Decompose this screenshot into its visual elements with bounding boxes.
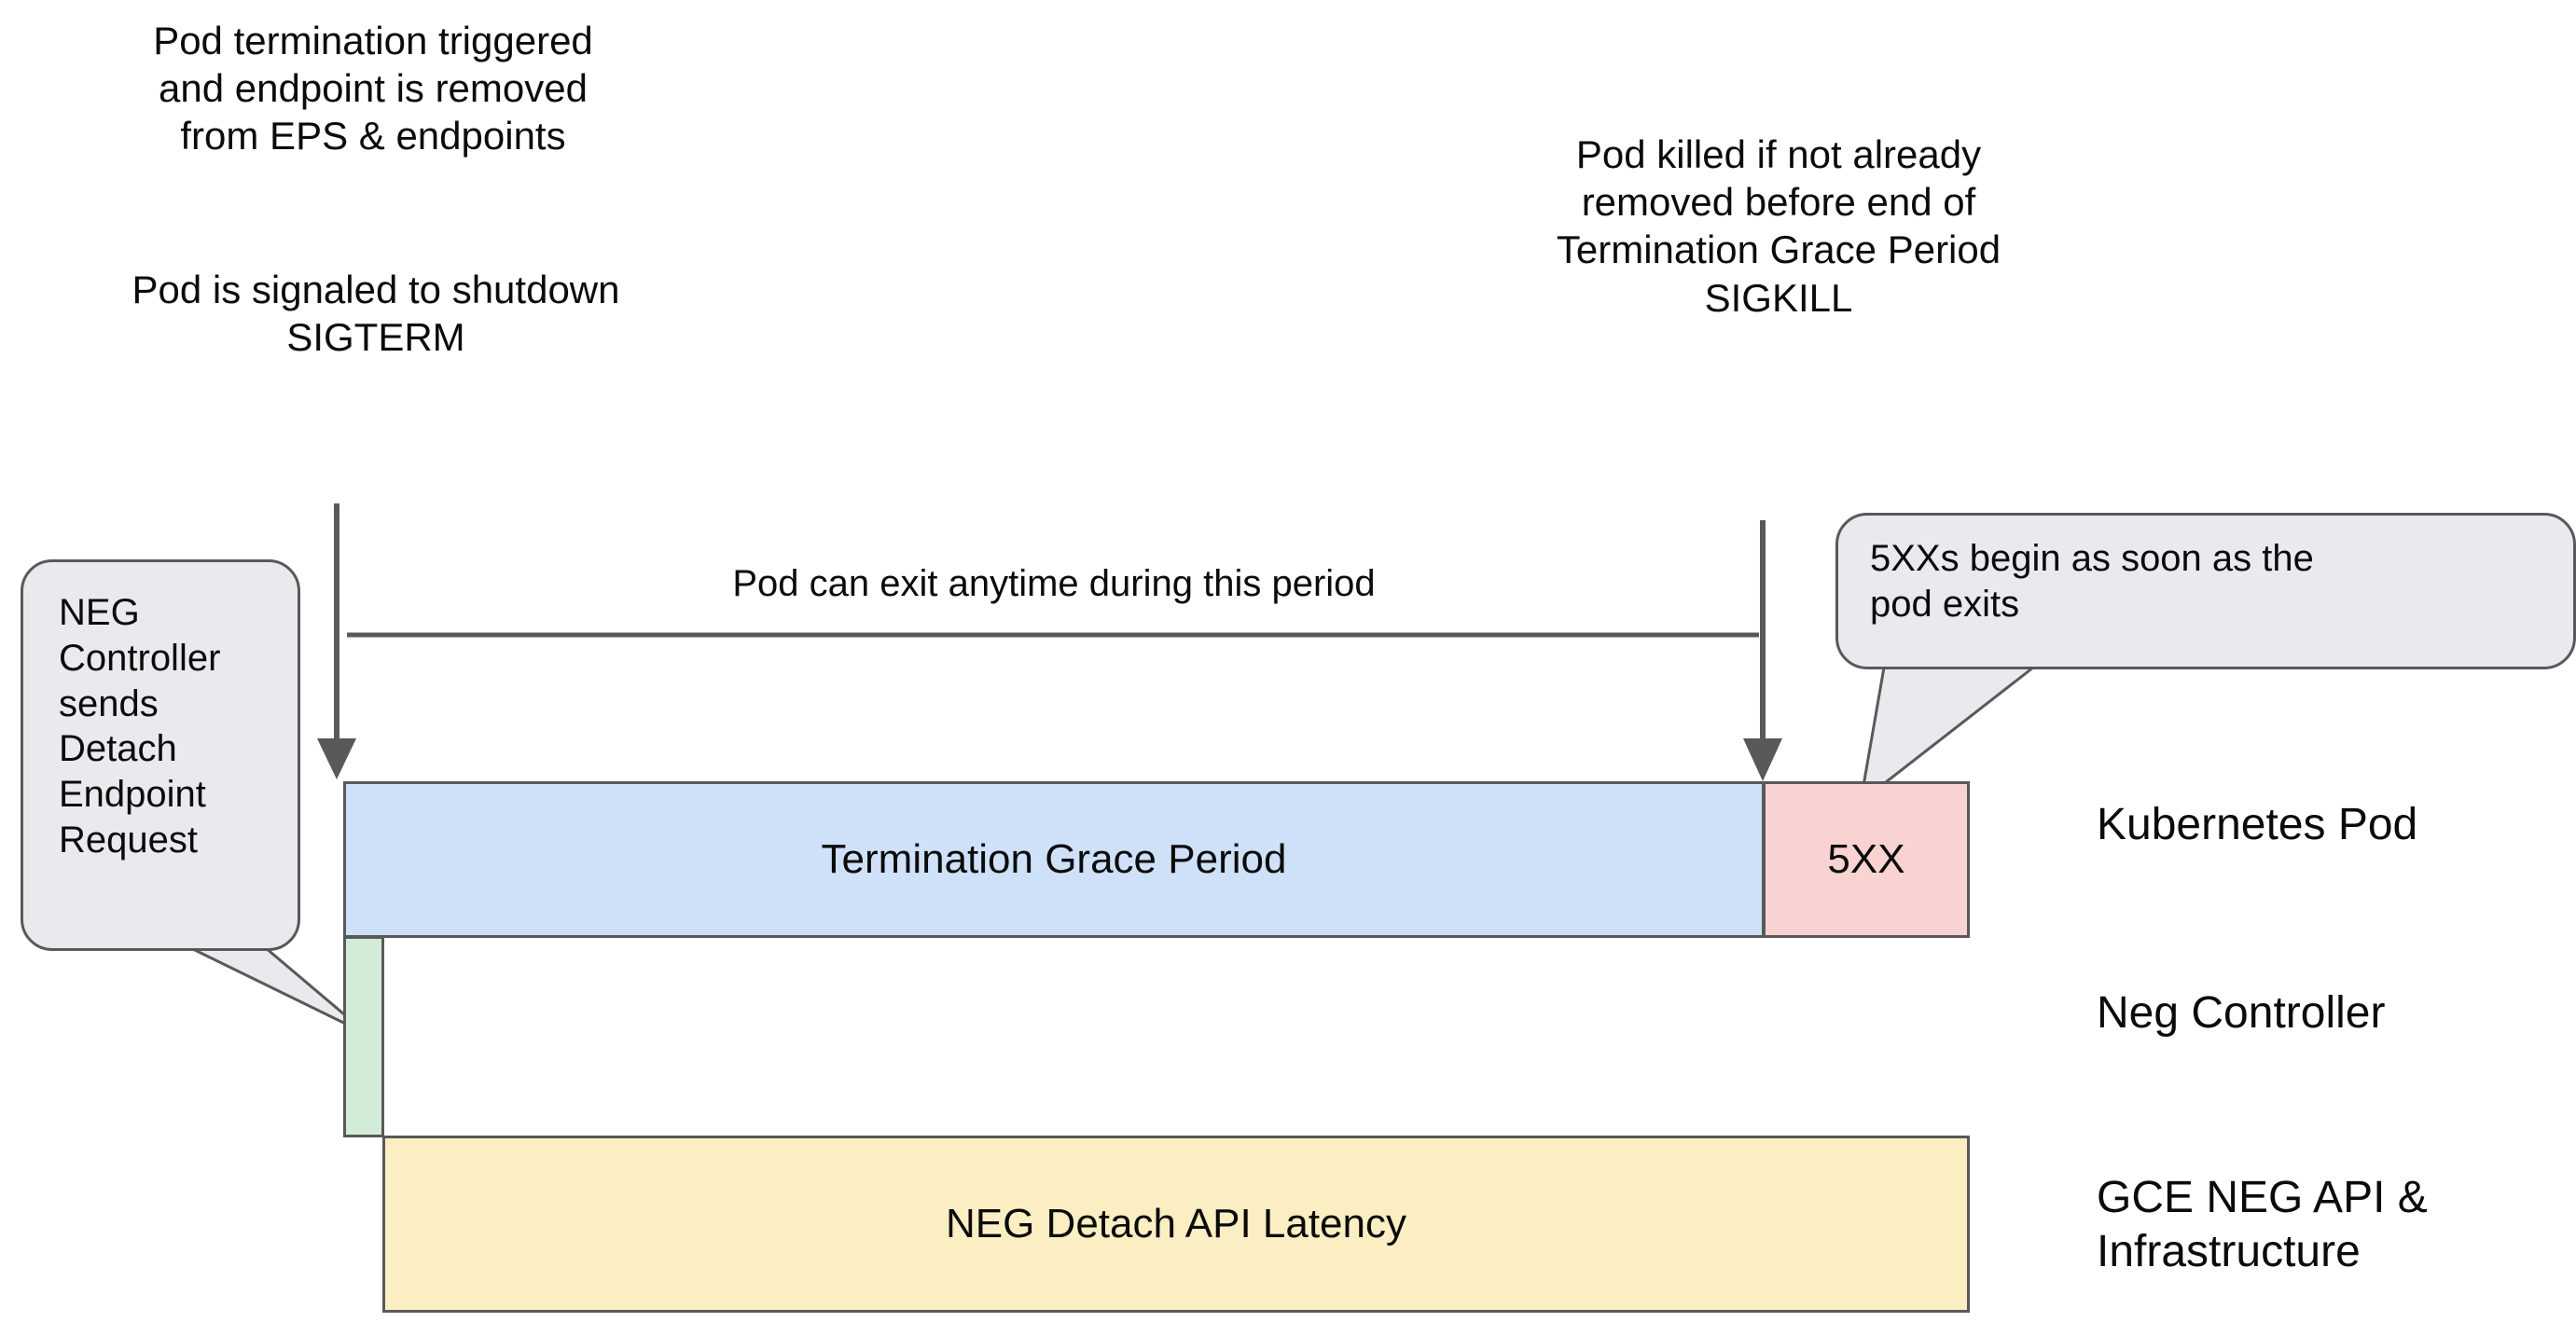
callout-five-xx[interactable]: 5XXs begin as soon as the pod exits (1835, 513, 2576, 669)
right-marker-down-arrow-icon (1743, 738, 1782, 781)
bar-neg-detach-api-latency[interactable]: NEG Detach API Latency (382, 1136, 1970, 1313)
left-marker-down-arrow-icon (317, 738, 356, 779)
lane-label-neg-controller: Neg Controller (2097, 988, 2386, 1038)
note-pod-killed-sigkill: Pod killed if not already removed before… (1556, 132, 2001, 320)
lane-label-gce-neg-api: GCE NEG API & Infrastructure (2097, 1173, 2428, 1276)
callout-neg-controller[interactable]: NEG Controller sends Detach Endpoint Req… (21, 559, 300, 951)
note-pod-termination-triggered: Pod termination triggered and endpoint i… (153, 19, 593, 158)
bar-termination-grace-period-label: Termination Grace Period (821, 836, 1287, 882)
bar-neg-controller[interactable] (343, 936, 384, 1137)
bar-termination-grace-period[interactable]: Termination Grace Period (343, 781, 1765, 938)
bar-neg-detach-api-latency-label: NEG Detach API Latency (945, 1201, 1407, 1246)
bar-five-xx-label: 5XX (1827, 836, 1905, 882)
lane-label-kubernetes-pod: Kubernetes Pod (2097, 800, 2418, 849)
note-pod-signaled-sigterm: Pod is signaled to shutdown SIGTERM (132, 268, 620, 360)
bar-five-xx[interactable]: 5XX (1763, 781, 1970, 938)
timeline-period-label: Pod can exit anytime during this period (732, 563, 1376, 604)
callout-neg-controller-text: NEG Controller sends Detach Endpoint Req… (59, 592, 221, 861)
callout-five-xx-text: 5XXs begin as soon as the pod exits (1870, 538, 2314, 625)
